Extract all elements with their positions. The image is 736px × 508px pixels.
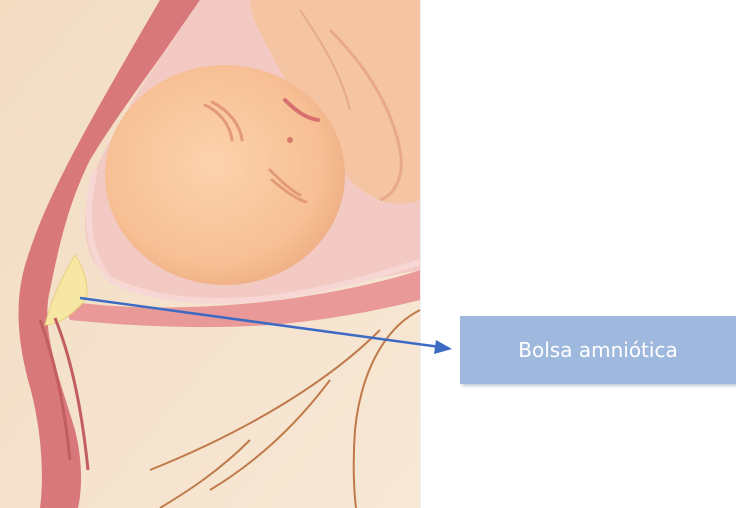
lower-wall: [60, 270, 420, 328]
pointer-arrow-line: [79, 296, 441, 349]
panel-divider: [420, 0, 421, 508]
annotation-label: Bolsa amniótica: [518, 338, 678, 362]
baby-head-icon: [105, 65, 345, 285]
cervix-lines: [38, 317, 90, 471]
vessels: [149, 309, 421, 508]
baby-mouth: [283, 98, 320, 122]
pointer-arrowhead-icon: [434, 340, 452, 354]
baby-nose: [287, 137, 293, 143]
amniotic-membrane: [85, 169, 421, 304]
amniotic-sac-icon: [44, 254, 88, 326]
baby-face: [203, 100, 308, 204]
annotation-label-box: Bolsa amniótica: [460, 316, 736, 384]
uterine-wall: [18, 0, 200, 508]
baby-body: [250, 0, 420, 204]
